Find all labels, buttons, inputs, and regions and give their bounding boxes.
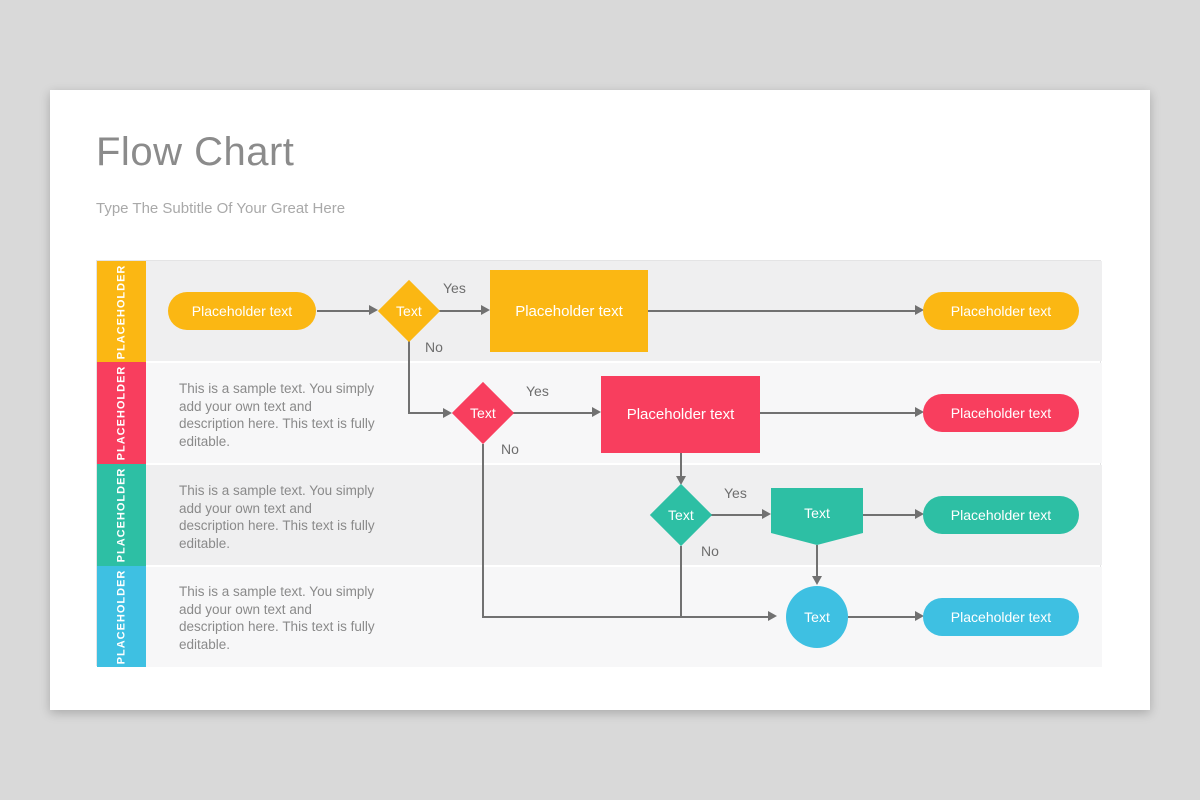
terminal-circle-lane4: Text (786, 586, 848, 648)
start-pill-lane1-label: Placeholder text (191, 303, 293, 319)
banner-shape-lane3-label: Text (804, 505, 830, 521)
sample-text-lane2: This is a sample text. You simply add yo… (179, 381, 375, 449)
page-subtitle: Type The Subtitle Of Your Great Here (96, 200, 346, 217)
end-pill-lane1: Placeholder text (923, 292, 1079, 330)
lane-3-tab: PLACEHOLDER (97, 464, 146, 566)
arrowhead-icon (915, 611, 924, 621)
arrowhead-icon (768, 611, 777, 621)
arrowhead-icon (915, 509, 924, 519)
connector-decision3-no-down (680, 546, 682, 618)
process-rect-lane2: Placeholder text (601, 376, 760, 453)
lane-3-tab-label: PLACEHOLDER (115, 467, 128, 563)
end-pill-lane4-label: Placeholder text (950, 609, 1052, 625)
connector-elbow-to-decision2 (408, 412, 444, 414)
no-label-lane1: No (425, 339, 443, 355)
terminal-circle-lane4-label: Text (804, 609, 830, 625)
decision-diamond-lane3-label: Text (668, 507, 694, 523)
connector-decision2-no-down (482, 444, 484, 618)
arrowhead-icon (915, 407, 924, 417)
yes-label-lane2: Yes (526, 383, 549, 399)
end-pill-lane2: Placeholder text (923, 394, 1079, 432)
slide: Flow Chart Type The Subtitle Of Your Gre… (50, 90, 1150, 710)
connector-start-to-decision-1 (317, 310, 370, 312)
process-rect-lane2-label: Placeholder text (626, 406, 735, 423)
end-pill-lane4: Placeholder text (923, 598, 1079, 636)
arrowhead-icon (592, 407, 601, 417)
decision-diamond-lane2-label: Text (470, 405, 496, 421)
connector-decision3-yes (711, 514, 763, 516)
sample-text-lane4: This is a sample text. You simply add yo… (179, 584, 375, 652)
end-pill-lane2-label: Placeholder text (950, 405, 1052, 421)
connector-decision1-no-down (408, 341, 410, 414)
end-pill-lane3: Placeholder text (923, 496, 1079, 534)
connector-terminal-to-end4 (848, 616, 916, 618)
flowchart-panel: PLACEHOLDER PLACEHOLDER PLACEHOLDER PLAC… (96, 260, 1102, 667)
arrowhead-icon (369, 305, 378, 315)
lane-1-tab: PLACEHOLDER (97, 261, 146, 362)
arrowhead-icon (915, 305, 924, 315)
connector-process2-to-decision3 (680, 453, 682, 477)
yes-label-lane3: Yes (724, 485, 747, 501)
connector-decision1-yes (439, 310, 482, 312)
arrowhead-icon (443, 408, 452, 418)
sample-text-lane3: This is a sample text. You simply add yo… (179, 483, 375, 551)
no-label-lane2: No (501, 441, 519, 457)
process-rect-lane1-label: Placeholder text (515, 302, 623, 320)
no-label-lane3: No (701, 543, 719, 559)
arrowhead-icon (812, 576, 822, 585)
lane-1-tab-label: PLACEHOLDER (115, 264, 128, 359)
connector-banner-to-terminal (816, 545, 818, 577)
banner-shape-lane3: Text (771, 488, 863, 545)
process-rect-lane1: Placeholder text (490, 270, 648, 352)
lane-2-tab: PLACEHOLDER (97, 362, 146, 464)
arrowhead-icon (676, 476, 686, 485)
connector-no-path-to-terminal (482, 616, 769, 618)
decision-diamond-lane1-label: Text (396, 303, 422, 319)
arrowhead-icon (481, 305, 490, 315)
lane-4-tab-label: PLACEHOLDER (115, 569, 128, 664)
connector-process1-to-end1 (648, 310, 916, 312)
end-pill-lane3-label: Placeholder text (950, 507, 1052, 523)
page-title: Flow Chart (96, 130, 295, 174)
lane-2-tab-label: PLACEHOLDER (115, 365, 128, 461)
connector-process2-to-end2 (760, 412, 916, 414)
lane-4-tab: PLACEHOLDER (97, 566, 146, 667)
connector-banner-to-end3 (863, 514, 916, 516)
connector-decision2-yes (513, 412, 593, 414)
start-pill-lane1: Placeholder text (168, 292, 316, 330)
arrowhead-icon (762, 509, 771, 519)
yes-label-lane1: Yes (443, 280, 466, 296)
end-pill-lane1-label: Placeholder text (950, 303, 1052, 319)
